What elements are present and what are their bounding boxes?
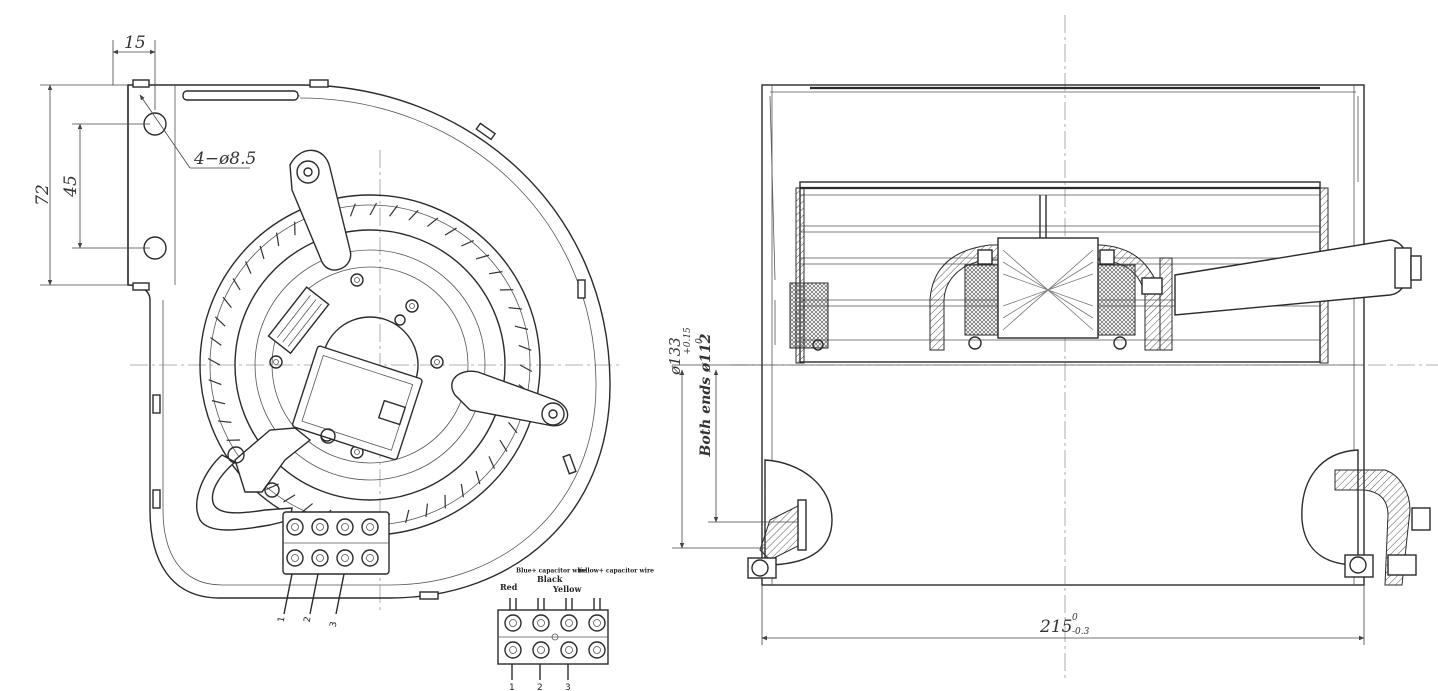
housing-clips bbox=[152, 122, 586, 600]
side-left-wall bbox=[769, 95, 776, 345]
legend-label-yellow-cap: Yellow+ capacitor wire bbox=[577, 567, 655, 574]
dim-72 bbox=[40, 84, 128, 286]
mount-arm-right bbox=[451, 370, 569, 427]
dim-112 bbox=[708, 369, 798, 523]
legend-wire-stubs bbox=[509, 598, 601, 680]
dim-15-label: 15 bbox=[124, 33, 146, 53]
side-impeller bbox=[799, 181, 1321, 363]
housing-top-slot bbox=[182, 90, 299, 101]
side-lower-right-foot bbox=[1301, 449, 1431, 586]
arm-screw-right bbox=[541, 402, 565, 426]
dim-112-tol-upper: +0.15 bbox=[683, 327, 693, 355]
mount-arm-upper bbox=[289, 149, 352, 271]
side-housing-outline bbox=[761, 84, 1365, 586]
dim-133-label: ø133 bbox=[666, 337, 684, 376]
terminal-wires bbox=[283, 573, 345, 615]
legend-terminal-2: 2 bbox=[537, 683, 543, 691]
dim-72-label: 72 bbox=[33, 184, 53, 206]
legend-label-yellow: Yellow bbox=[552, 584, 583, 594]
wire-label-2: 2 bbox=[303, 616, 314, 623]
flange-tab-top bbox=[132, 79, 150, 88]
dim-112-label: Both ends ø112 bbox=[698, 333, 714, 457]
side-right-arm bbox=[1174, 239, 1422, 316]
legend-label-blue-cap: Blue+ capacitor wire bbox=[516, 567, 587, 574]
motor-label-plate bbox=[267, 286, 330, 355]
hole-callout-label: 4−ø8.5 bbox=[193, 149, 256, 169]
housing-tab bbox=[309, 79, 329, 88]
legend-label-black: Black bbox=[537, 574, 563, 584]
dim-133 bbox=[672, 364, 765, 549]
arm-screw-upper bbox=[296, 160, 320, 184]
housing-outline bbox=[127, 84, 611, 599]
terminal-block bbox=[282, 511, 390, 575]
dim-112-tol-lower: 0 bbox=[695, 338, 705, 344]
wiring-legend: Red Blue+ capacitor wire Yellow Black Ye… bbox=[497, 567, 655, 691]
dim-215-tol-lower: -0.3 bbox=[1072, 627, 1090, 637]
legend-terminal-3: 3 bbox=[565, 683, 571, 691]
dim-215 bbox=[761, 585, 1365, 645]
wire-label-3: 3 bbox=[329, 621, 340, 628]
motor-body-ring bbox=[254, 249, 486, 481]
cable-clamp-screw bbox=[227, 446, 245, 464]
cable-bundle bbox=[234, 427, 312, 493]
motor-flange-ring bbox=[234, 229, 506, 501]
dim-45-label: 45 bbox=[61, 175, 81, 198]
dim-215-tol-upper: 0 bbox=[1072, 613, 1078, 623]
dim-215-label: 215 bbox=[1039, 617, 1072, 637]
front-view: 1 2 3 15 72 45 4−ø8.5 bbox=[33, 33, 620, 628]
hub-screws bbox=[269, 273, 444, 459]
legend-terminal-1: 1 bbox=[509, 683, 515, 691]
side-lower-left-foot bbox=[747, 459, 833, 579]
legend-label-red: Red bbox=[500, 582, 518, 592]
terminal-cover bbox=[291, 345, 423, 461]
side-left-plate bbox=[795, 187, 805, 364]
wire-label-1: 1 bbox=[277, 616, 288, 623]
dim-15 bbox=[112, 40, 156, 110]
legend-terminal-strip bbox=[497, 609, 609, 665]
flange-tab-bottom bbox=[132, 282, 150, 291]
side-view: ø133 Both ends ø112 +0.15 0 215 0 -0.3 bbox=[666, 15, 1438, 680]
motor-inner-ring bbox=[271, 266, 469, 464]
hole-callout-leader bbox=[139, 94, 250, 169]
side-motor-section bbox=[812, 195, 1173, 351]
dim-45 bbox=[72, 123, 150, 249]
housing-inner-outline bbox=[162, 97, 597, 586]
